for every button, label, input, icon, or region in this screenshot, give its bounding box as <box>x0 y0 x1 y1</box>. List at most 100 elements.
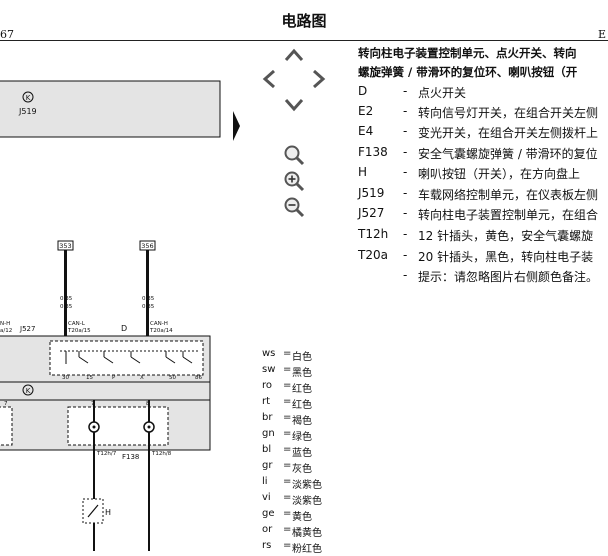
chevron-down-icon[interactable] <box>283 94 305 116</box>
legend-desc: 变光开关，在组合开关左侧拨杆上 <box>418 126 599 140</box>
legend-code: E4 <box>358 124 374 138</box>
color-code: sw <box>262 364 276 375</box>
ground-badge-text: K <box>26 387 31 395</box>
j519-relay-badge <box>22 91 34 103</box>
wire-left-ref: 0.35 <box>60 296 73 302</box>
legend-dash: - <box>403 124 408 138</box>
legend-dash: - <box>403 227 408 241</box>
legend-desc: 转向柱电子装置控制单元，在组合 <box>418 208 599 222</box>
panel-title-line2: 螺旋弹簧 / 带滑环的复位环、喇叭按钮（开 <box>358 65 578 79</box>
color-eq: = <box>283 460 292 471</box>
slip-ring-left-dot <box>92 425 96 429</box>
color-code: vi <box>262 492 271 503</box>
color-code: gr <box>262 460 273 471</box>
legend-desc: 12 针插头，黄色，安全气囊螺旋 <box>418 229 594 243</box>
legend-code: J519 <box>358 186 385 200</box>
color-name: 黑色 <box>292 368 312 379</box>
legend-desc: 喇叭按钮（开关），在方向盘上 <box>418 167 581 181</box>
color-code: ge <box>262 508 275 519</box>
panel-title-line1: 转向柱电子装置控制单元、点火开关、转向 <box>358 46 577 60</box>
color-eq: = <box>283 396 292 407</box>
color-eq: = <box>283 412 292 423</box>
j519-label: J519 <box>18 107 37 116</box>
legend-list: D-点火开关 E2-转向信号灯开关，在组合开关左侧 E4-变光开关，在组合开关左… <box>358 84 608 294</box>
legend-dash: - <box>403 186 408 200</box>
legend-dash: - <box>403 104 408 118</box>
legend-desc: 安全气囊螺旋弹簧 / 带滑环的复位 <box>418 147 598 161</box>
legend-panel: 转向柱电子装置控制单元、点火开关、转向 螺旋弹簧 / 带滑环的复位环、喇叭按钮（… <box>358 44 608 284</box>
d-label: D <box>121 324 127 333</box>
circuit-diagram-svg: K J519 353 356 0.35 0.35 0.35 0.35 CAN-L… <box>0 80 240 551</box>
legend-desc: 提示：请忽略图片右侧颜色备注。 <box>418 270 599 284</box>
legend-code: D <box>358 84 368 98</box>
legend-dash: - <box>403 206 408 220</box>
page-number-right: E <box>598 28 607 41</box>
color-code: or <box>262 524 273 535</box>
pin-50: 50 <box>169 375 176 381</box>
ignition-switch-box <box>49 340 204 376</box>
legend-desc: 车载网络控制单元，在仪表板左侧 <box>418 188 599 202</box>
color-eq: = <box>283 492 292 503</box>
legend-dash: - <box>403 145 408 159</box>
color-name: 淡紫色 <box>292 480 322 491</box>
horn-switch-contact <box>87 504 99 518</box>
ignition-contacts <box>60 350 200 364</box>
color-name: 红色 <box>292 400 312 411</box>
can-left-line2: T20a/15 <box>67 328 91 334</box>
color-eq: = <box>283 444 292 455</box>
chevron-left-icon[interactable] <box>258 68 280 90</box>
legend-code: J527 <box>358 206 385 220</box>
color-name: 淡紫色 <box>292 496 322 507</box>
ground-badge <box>22 384 34 396</box>
left-cut-pin: 7 <box>4 401 8 407</box>
color-code: ws <box>262 348 276 359</box>
color-code: ro <box>262 380 273 391</box>
color-eq: = <box>283 476 292 487</box>
ref-356: 356 <box>141 242 153 250</box>
legend-dash: - <box>403 84 408 98</box>
legend-code: H <box>358 165 368 179</box>
legend-code: T12h <box>358 227 389 241</box>
legend-desc: 20 针插头，黑色，转向柱电子装 <box>418 250 594 264</box>
wire-right-ref: 0.35 <box>142 296 155 302</box>
color-eq: = <box>283 380 292 391</box>
header-bar: 67 电路图 E <box>0 0 608 41</box>
j519-box <box>0 80 221 138</box>
legend-dash: - <box>403 268 408 282</box>
color-code: rs <box>262 540 272 551</box>
color-eq: = <box>283 540 292 551</box>
legend-desc: 点火开关 <box>418 86 467 100</box>
color-eq: = <box>283 364 292 375</box>
color-code: li <box>262 476 268 487</box>
color-code: bl <box>262 444 272 455</box>
color-name: 绿色 <box>292 432 312 443</box>
color-code: rt <box>262 396 271 407</box>
color-name: 白色 <box>292 352 312 363</box>
chevron-up-icon[interactable] <box>283 44 305 66</box>
page-title: 电路图 <box>281 12 327 30</box>
color-name: 灰色 <box>292 464 312 475</box>
zoom-fit-icon[interactable] <box>283 144 305 166</box>
wire-left-size: 0.35 <box>60 304 73 310</box>
pin-labels: 30 15 P X 50 86 <box>62 375 202 381</box>
color-code: br <box>262 412 273 423</box>
legend-dash: - <box>403 165 408 179</box>
f138-box <box>67 406 169 446</box>
j519-relay-badge-text: K <box>26 94 31 102</box>
legend-code: F138 <box>358 145 388 159</box>
pin-p: P <box>112 375 116 381</box>
color-eq: = <box>283 508 292 519</box>
color-eq: = <box>283 428 292 439</box>
horn-label: H <box>105 508 111 517</box>
arrow-right-marker <box>233 111 240 141</box>
legend-code: E2 <box>358 104 374 118</box>
legend-dash: - <box>403 248 408 262</box>
slip-ring-right-dot <box>147 425 151 429</box>
pin-30: 30 <box>62 375 69 381</box>
can-right-line2: T20a/14 <box>149 328 173 334</box>
left-cut-line1: N-H <box>0 321 10 327</box>
navigation-controls <box>258 44 330 224</box>
chevron-right-icon[interactable] <box>308 68 330 90</box>
zoom-in-icon[interactable] <box>283 170 305 192</box>
zoom-out-icon[interactable] <box>283 196 305 218</box>
